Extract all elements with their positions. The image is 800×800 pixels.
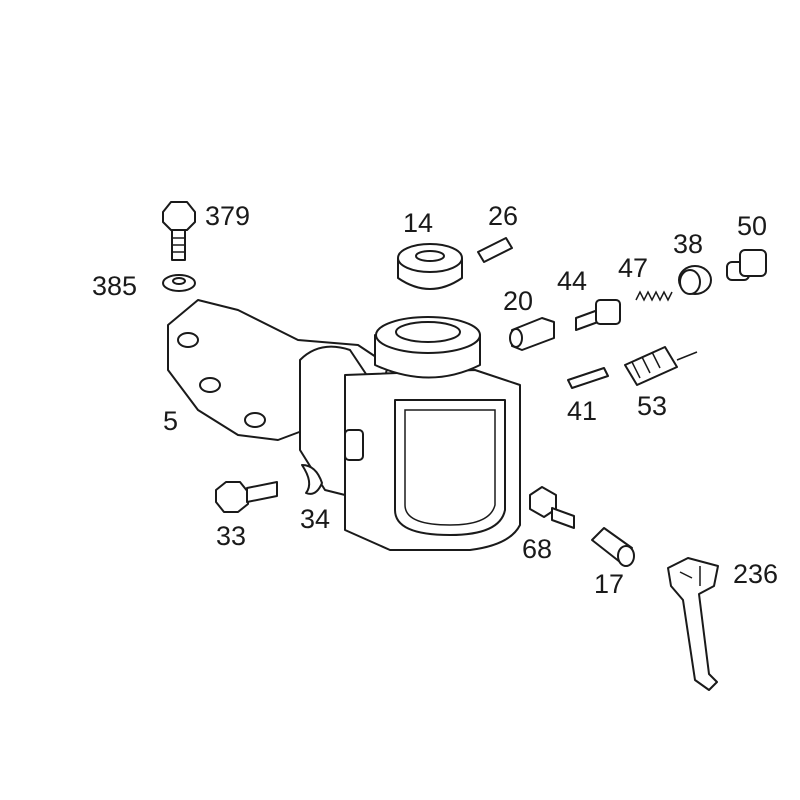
- part-379-bolt: [162, 201, 196, 261]
- label-14: 14: [403, 208, 433, 238]
- part-34-washer: [301, 464, 323, 495]
- label-236: 236: [733, 559, 778, 589]
- label-41: 41: [567, 396, 597, 426]
- part-26-pin: [477, 237, 513, 263]
- label-44: 44: [557, 266, 587, 296]
- part-47-spring: [635, 290, 673, 302]
- part-33-bolt: [215, 481, 278, 513]
- part-50-plug: [726, 249, 767, 281]
- part-14-collar: [397, 243, 463, 290]
- label-20: 20: [503, 286, 533, 316]
- label-53: 53: [637, 391, 667, 421]
- part-236-lever: [667, 557, 719, 691]
- part-41-pin: [567, 367, 609, 389]
- part-38-cap: [678, 265, 712, 295]
- part-385-washer: [162, 274, 196, 292]
- label-379: 379: [205, 201, 250, 231]
- label-38: 38: [673, 229, 703, 259]
- label-33: 33: [216, 521, 246, 551]
- part-17-sleeve: [591, 527, 635, 567]
- label-17: 17: [594, 569, 624, 599]
- label-385: 385: [92, 271, 137, 301]
- label-68: 68: [522, 534, 552, 564]
- main-housing-body: [344, 316, 521, 551]
- part-44-screw: [575, 299, 621, 331]
- label-50: 50: [737, 211, 767, 241]
- part-20-bolt: [509, 317, 555, 351]
- label-34: 34: [300, 504, 330, 534]
- part-68-screw: [529, 486, 575, 529]
- label-5: 5: [163, 406, 178, 436]
- part-53-valve: [624, 346, 698, 386]
- label-26: 26: [488, 201, 518, 231]
- label-47: 47: [618, 253, 648, 283]
